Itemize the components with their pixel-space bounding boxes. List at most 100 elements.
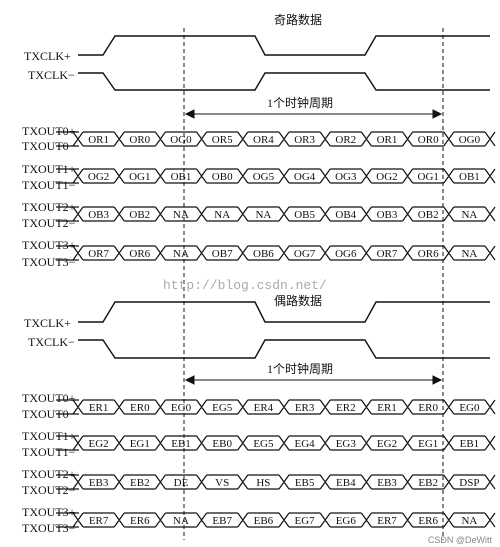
- bit-cell-label: ER6: [130, 515, 150, 527]
- bit-cell-label: OB4: [335, 209, 356, 221]
- bit-cell-label: OB6: [253, 248, 274, 260]
- bit-cell-label: NA: [461, 248, 477, 260]
- bit-cell-label: OG5: [253, 171, 275, 183]
- bit-cell-label: OG0: [459, 134, 481, 146]
- bit-cell-label: NA: [214, 209, 230, 221]
- bit-cell-label: OR6: [129, 248, 150, 260]
- bit-cell-label: OR2: [335, 134, 356, 146]
- bit-cell-label: ER6: [418, 515, 438, 527]
- bit-cell-label: ER7: [377, 515, 397, 527]
- bit-cell-label: OR0: [418, 134, 439, 146]
- odd-txout2-neg-label: TXOUT2−: [22, 216, 76, 230]
- bit-cell-label: EG5: [212, 402, 233, 414]
- bit-cell-label: OG3: [335, 171, 357, 183]
- bit-cell-label: EG2: [377, 438, 397, 450]
- bit-cell-label: EB3: [377, 477, 397, 489]
- odd-txout0-neg-label: TXOUT0−: [22, 139, 76, 153]
- bit-cell-label: OG2: [376, 171, 397, 183]
- bit-cell-label: OB1: [459, 171, 480, 183]
- bit-cell-label: ER1: [377, 402, 397, 414]
- bit-cell-label: EG5: [253, 438, 274, 450]
- bit-cell-label: NA: [173, 209, 189, 221]
- bit-cell-label: NA: [461, 209, 477, 221]
- odd-clk-neg-label: TXCLK−: [28, 68, 75, 82]
- bit-cell-label: EB6: [254, 515, 274, 527]
- even-title: 偶路数据: [274, 293, 322, 308]
- even-clk-neg-label: TXCLK−: [28, 335, 75, 349]
- bit-cell-label: EG0: [171, 402, 192, 414]
- bit-cell-label: EG0: [459, 402, 480, 414]
- bit-cell-label: HS: [256, 477, 270, 489]
- odd-txout3-neg-label: TXOUT3−: [22, 255, 76, 269]
- bit-cell-label: NA: [173, 248, 189, 260]
- bit-cell-label: OG1: [129, 171, 150, 183]
- even-clk-pos-label: TXCLK+: [24, 316, 71, 330]
- bit-cell-label: EG1: [130, 438, 150, 450]
- bit-cell-label: OR4: [253, 134, 274, 146]
- odd-period-label: 1个时钟周期: [267, 95, 333, 110]
- even-clk-pos-wave: [78, 301, 490, 323]
- bit-cell-label: ER7: [89, 515, 109, 527]
- bit-cell-label: OR7: [88, 248, 109, 260]
- bit-cell-label: OR5: [212, 134, 233, 146]
- bit-cell-label: OR7: [377, 248, 398, 260]
- bit-cell-label: OR6: [418, 248, 439, 260]
- bit-cell-label: OB0: [212, 171, 233, 183]
- bit-cell-label: OR3: [294, 134, 315, 146]
- bit-cell-label: ER4: [254, 402, 274, 414]
- eye-pattern-line: [56, 399, 496, 415]
- even-txout0-pos-label: TXOUT0+: [22, 391, 76, 405]
- bit-cell-label: ER0: [418, 402, 438, 414]
- bit-cell-label: EB2: [130, 477, 150, 489]
- bit-cell-label: DSP: [459, 477, 479, 489]
- even-period-arrow: [184, 375, 443, 385]
- odd-clk-pos-wave: [78, 35, 490, 56]
- even-txout1-neg-label: TXOUT1−: [22, 445, 76, 459]
- even-txout2-pos-label: TXOUT2+: [22, 467, 76, 481]
- bit-cell-label: EB0: [212, 438, 232, 450]
- bit-cell-label: OB7: [212, 248, 233, 260]
- bit-cell-label: EB5: [295, 477, 315, 489]
- odd-txout0-pos-label: TXOUT0+: [22, 124, 76, 138]
- bit-cell-label: EG2: [89, 438, 109, 450]
- bit-cell-label: OG0: [170, 134, 192, 146]
- eye-pattern-line: [56, 245, 496, 261]
- eye-pattern-line: [56, 168, 496, 184]
- bit-cell-label: EG1: [418, 438, 438, 450]
- odd-section: 奇路数据 TXCLK+ TXCLK− 1个时钟周期 TXOUT0+ TXOUT0…: [22, 12, 496, 269]
- odd-txout1-neg-label: TXOUT1−: [22, 178, 76, 192]
- bit-cell-label: OB1: [171, 171, 192, 183]
- watermark-text: http://blog.csdn.net/: [163, 278, 327, 293]
- odd-clk-pos-label: TXCLK+: [24, 49, 71, 63]
- bit-cell-label: EB3: [89, 477, 109, 489]
- even-txout2-neg-label: TXOUT2−: [22, 483, 76, 497]
- bit-cell-label: EB2: [418, 477, 438, 489]
- eye-pattern-line: [56, 512, 496, 528]
- even-clk-neg-wave: [78, 339, 490, 359]
- even-section: 偶路数据 TXCLK+ TXCLK− 1个时钟周期 TXOUT0+ TXOUT0…: [22, 293, 496, 535]
- bit-cell-label: OB5: [294, 209, 315, 221]
- eye-pattern-line: [56, 435, 496, 451]
- bit-cell-label: ER1: [89, 402, 109, 414]
- credit-text: CSDN @DeWitt: [428, 535, 493, 545]
- eye-pattern-line: [56, 131, 496, 147]
- bit-cell-label: OR0: [129, 134, 150, 146]
- even-txout3-neg-label: TXOUT3−: [22, 521, 76, 535]
- eye-pattern-line: [56, 474, 496, 490]
- odd-txout3-pos-label: TXOUT3+: [22, 238, 76, 252]
- bit-cell-label: OB2: [418, 209, 439, 221]
- bit-cell-label: EG3: [336, 438, 357, 450]
- even-txout1-pos-label: TXOUT1+: [22, 429, 76, 443]
- bit-cell-label: OG1: [418, 171, 439, 183]
